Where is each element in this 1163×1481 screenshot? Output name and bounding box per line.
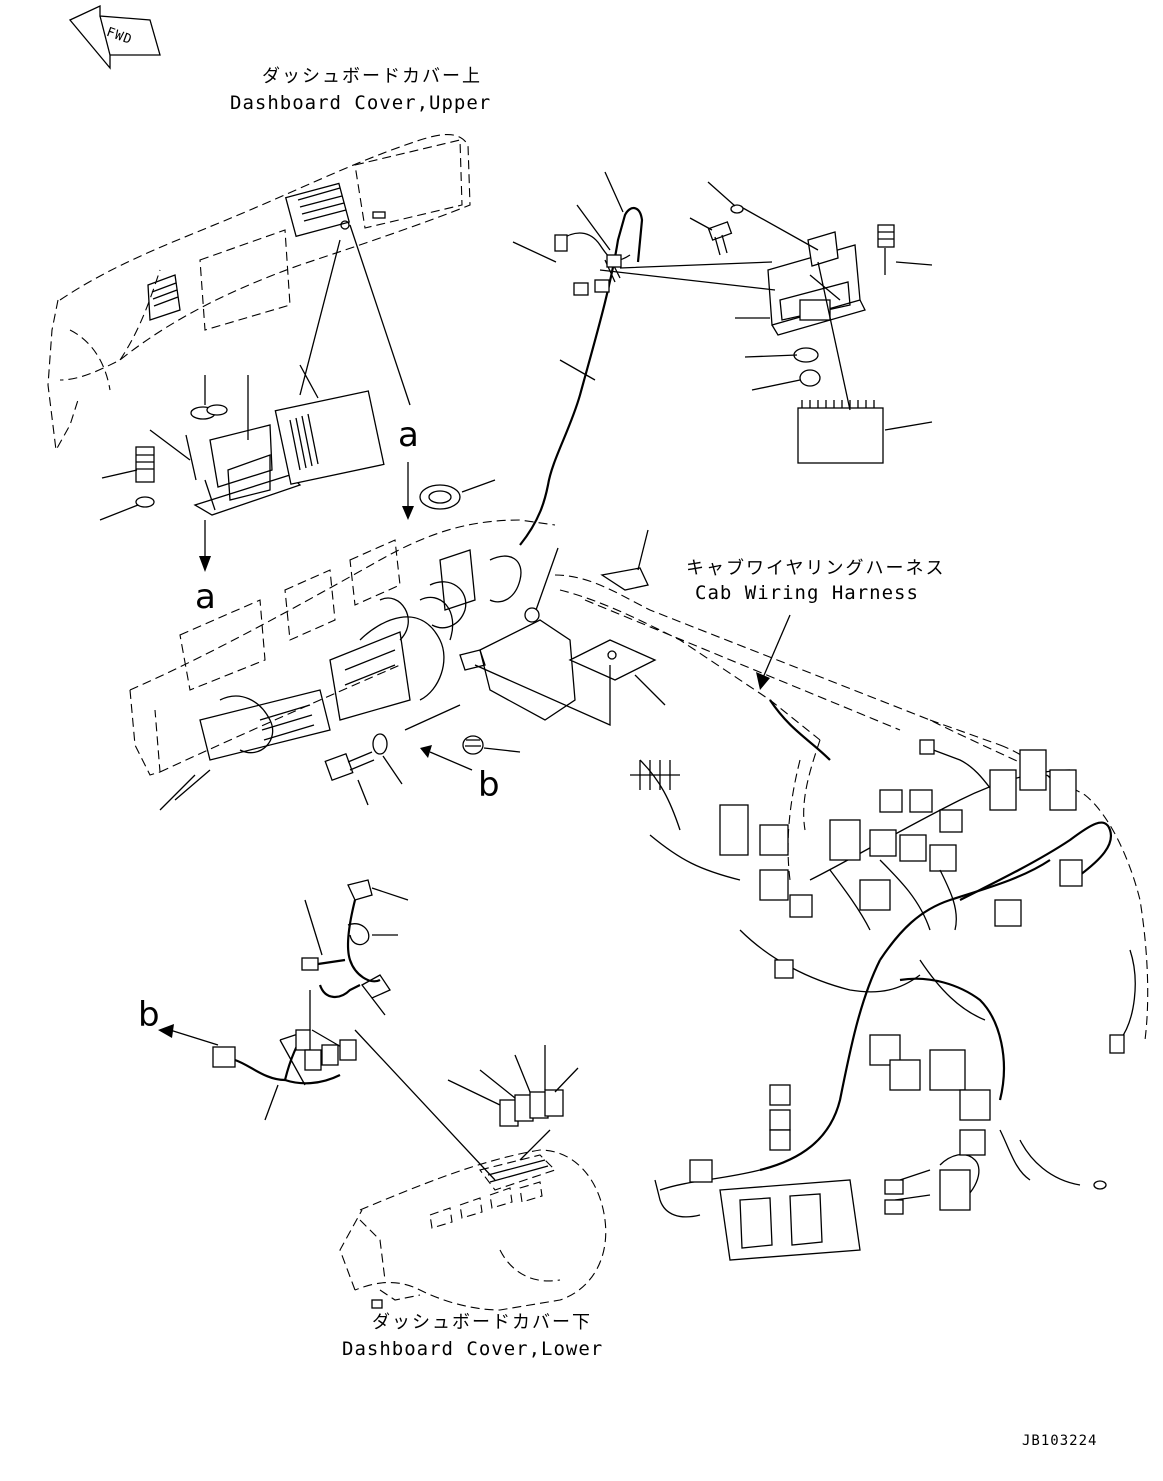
dash-frame-shape bbox=[129, 519, 576, 811]
dashboard-cover-upper-shape bbox=[47, 134, 471, 452]
dashboard-cover-lower-shape bbox=[339, 1149, 607, 1311]
label-cab-wiring-harness-jp: キャブワイヤリングハーネス bbox=[686, 558, 946, 579]
monitor-module-shape bbox=[707, 204, 895, 464]
label-dashboard-cover-upper-jp: ダッシュボードカバー上 bbox=[262, 66, 482, 87]
cab-wiring-harness-shape bbox=[554, 574, 1149, 1218]
ref-b-left: b bbox=[138, 995, 160, 1035]
ref-a-top: a bbox=[398, 415, 419, 455]
cable-connectors-shape bbox=[554, 232, 631, 296]
lower-harness-shape bbox=[212, 879, 409, 1121]
switch-cluster-shape bbox=[447, 1045, 579, 1127]
ref-b-right: b bbox=[478, 765, 500, 805]
ref-a-bottom: a bbox=[195, 577, 216, 617]
controller-bracket-shape bbox=[135, 390, 385, 516]
label-dashboard-cover-lower-jp: ダッシュボードカバー下 bbox=[372, 1312, 592, 1333]
drawing-number: JB103224 bbox=[1022, 1433, 1098, 1449]
label-cab-wiring-harness-en: Cab Wiring Harness bbox=[695, 582, 919, 604]
label-dashboard-cover-lower-en: Dashboard Cover,Lower bbox=[342, 1338, 604, 1360]
label-dashboard-cover-upper-en: Dashboard Cover,Upper bbox=[230, 92, 492, 114]
fwd-arrow-icon bbox=[68, 4, 161, 70]
harness-connectors-shape bbox=[630, 739, 1125, 1261]
